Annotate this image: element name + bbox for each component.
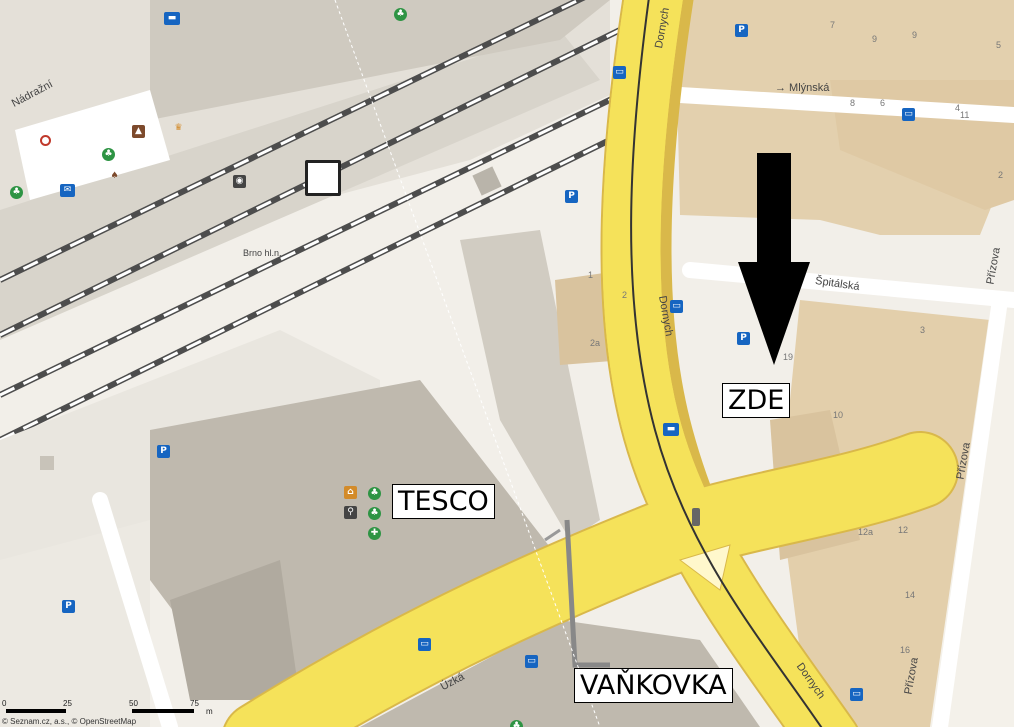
bridge-structure [460, 230, 600, 540]
parking-icon[interactable]: P [565, 190, 578, 203]
bus-stop-icon[interactable]: ▭ [902, 108, 915, 121]
tram-stop-icon[interactable]: ▭ [670, 300, 683, 313]
bus-stop-icon[interactable]: ▭ [525, 655, 538, 668]
station-building [150, 0, 610, 120]
crown-icon[interactable]: ♛ [174, 123, 183, 133]
shop-icon[interactable]: ♣ [10, 186, 23, 199]
minor-streets [92, 87, 1014, 727]
scale-tick: 50 [129, 699, 138, 708]
bus-stop-icon[interactable]: ▭ [418, 638, 431, 651]
house-number: 4 [955, 103, 961, 113]
house-number: 10 [833, 410, 844, 420]
station-forecourt [15, 90, 170, 200]
house-number: 12 [898, 525, 909, 535]
church-icon[interactable]: ♠ [110, 171, 119, 181]
pillar [40, 456, 54, 470]
block-sw [0, 520, 150, 727]
house-number: 19 [783, 352, 794, 362]
parking-icon[interactable]: P [157, 445, 170, 458]
restaurant-icon[interactable]: ⌂ [344, 486, 357, 499]
shop-icon[interactable]: ✚ [368, 527, 381, 540]
bus-stop-icon[interactable]: ▭ [613, 66, 626, 79]
house-number: 9 [912, 30, 918, 40]
house-number: 11 [960, 110, 970, 120]
street-label-mlynska: → Mlýnská [775, 82, 830, 94]
monument-icon[interactable]: ▲ [132, 125, 145, 138]
shop-icon[interactable]: ♣ [394, 8, 407, 21]
info-icon[interactable] [40, 135, 51, 146]
callout-tesco: TESCO [392, 484, 495, 520]
callout-zde: ZDE [722, 383, 791, 419]
footbridge [564, 519, 610, 668]
boundary-line [334, 0, 601, 727]
scale-unit: m [206, 707, 213, 716]
traffic-light-icon[interactable] [692, 508, 700, 526]
house-number: 2a [590, 338, 601, 348]
map-attribution[interactable]: © Seznam.cz, a.s., © OpenStreetMap [2, 717, 137, 726]
shop-icon[interactable]: ⚲ [344, 506, 357, 519]
bus-stop-icon[interactable]: ▭ [850, 688, 863, 701]
house-number: 5 [996, 40, 1002, 50]
house-number: 14 [905, 590, 916, 600]
shop-icon[interactable]: ♣ [102, 148, 115, 161]
scale-tick: 0 [2, 699, 7, 708]
scale-segment [6, 709, 66, 713]
bus-stop-icon[interactable]: ▬ [164, 12, 180, 25]
callout-vankovka: VAŇKOVKA [574, 668, 733, 704]
house-number: 2 [998, 170, 1004, 180]
house-number: 9 [872, 34, 878, 44]
down-arrow-icon [738, 153, 810, 365]
pillar [472, 166, 502, 196]
shop-icon[interactable]: ♣ [368, 487, 381, 500]
house-number: 6 [880, 98, 886, 108]
scale-tick: 25 [63, 699, 72, 708]
parking-icon[interactable]: P [737, 332, 750, 345]
house-number: 12a [858, 527, 874, 537]
house-number: 2 [622, 290, 628, 300]
station-entrance-icon[interactable] [305, 160, 341, 196]
house-number: 16 [900, 645, 911, 655]
house-number: 1 [588, 270, 594, 280]
tram-line [630, 0, 823, 727]
tram-stop-icon[interactable]: ▬ [663, 423, 679, 436]
post-office-icon[interactable]: ✉ [60, 184, 75, 197]
house-number: 7 [830, 20, 836, 30]
tesco-annex [170, 560, 300, 700]
shop-icon[interactable]: ♣ [368, 507, 381, 520]
house-number: 8 [850, 98, 856, 108]
camera-icon[interactable]: ◉ [233, 175, 246, 188]
house-number: 3 [920, 325, 926, 335]
shop-icon[interactable]: ♣ [510, 720, 523, 727]
parking-icon[interactable]: P [62, 600, 75, 613]
station-label: Brno hl.n. [243, 248, 282, 258]
scale-segment [132, 709, 194, 713]
parking-icon[interactable]: P [735, 24, 748, 37]
scale-tick: 75 [190, 699, 199, 708]
scale-bar: 0 25 50 75 m [0, 699, 240, 727]
